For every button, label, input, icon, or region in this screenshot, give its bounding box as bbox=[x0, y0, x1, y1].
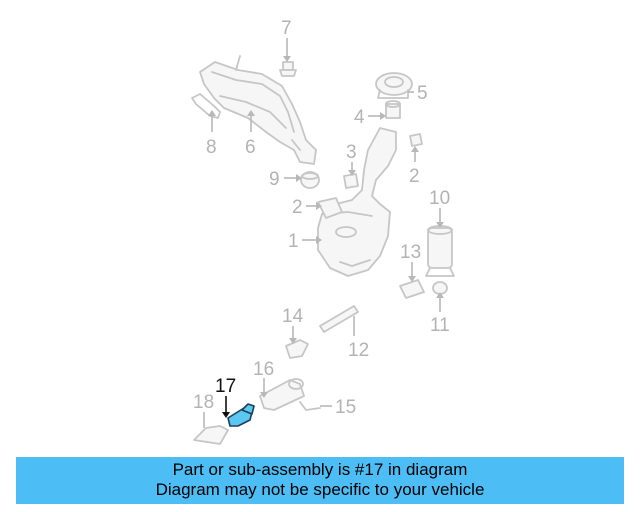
callout-13: 13 bbox=[400, 242, 421, 263]
callout-4: 4 bbox=[354, 107, 365, 128]
part-10-pump[interactable] bbox=[425, 225, 455, 277]
banner-line-1: Part or sub-assembly is #17 in diagram bbox=[172, 460, 468, 479]
part-7-bolt[interactable] bbox=[279, 61, 297, 77]
callout-labels: 7 5 4 6 8 3 2 9 2 10 1 13 11 14 12 16 17… bbox=[193, 18, 450, 418]
part-17-washer-nozzle[interactable] bbox=[227, 403, 255, 427]
part-4-filler-neck[interactable] bbox=[385, 100, 401, 119]
part-12-tube[interactable] bbox=[319, 305, 359, 333]
callout-15: 15 bbox=[335, 397, 356, 418]
part-2-clip-upper[interactable] bbox=[409, 133, 423, 147]
callout-16: 16 bbox=[253, 359, 274, 380]
callout-5: 5 bbox=[417, 83, 428, 104]
part-8-hose[interactable] bbox=[191, 93, 221, 119]
callout-11: 11 bbox=[430, 315, 450, 336]
part-14-connector[interactable] bbox=[285, 339, 309, 359]
callout-14: 14 bbox=[282, 306, 304, 327]
leader-lines bbox=[203, 38, 444, 428]
callout-17: 17 bbox=[215, 376, 236, 397]
callout-6: 6 bbox=[245, 137, 256, 158]
part-18-cover[interactable] bbox=[193, 425, 229, 445]
callout-18: 18 bbox=[193, 392, 214, 413]
part-5-cap[interactable] bbox=[375, 72, 413, 99]
part-6-bracket[interactable] bbox=[199, 55, 317, 165]
part-15-hose-clip[interactable] bbox=[299, 401, 321, 411]
part-3-clip[interactable] bbox=[343, 173, 359, 189]
callout-8: 8 bbox=[206, 137, 217, 158]
callout-2-upper: 2 bbox=[409, 166, 420, 187]
callout-9: 9 bbox=[269, 169, 280, 190]
callout-1: 1 bbox=[288, 231, 299, 252]
callout-7: 7 bbox=[281, 18, 292, 39]
callout-12: 12 bbox=[348, 340, 369, 361]
part-16-nozzle-body[interactable] bbox=[259, 378, 305, 411]
part-13-connector[interactable] bbox=[399, 279, 425, 299]
info-banner: Part or sub-assembly is #17 in diagram D… bbox=[16, 457, 624, 504]
callout-2-lower: 2 bbox=[292, 197, 303, 218]
callout-10: 10 bbox=[429, 188, 450, 209]
part-2-clip-lower[interactable] bbox=[317, 197, 343, 219]
banner-line-2: Diagram may not be specific to your vehi… bbox=[155, 480, 485, 499]
callout-3: 3 bbox=[346, 142, 357, 163]
part-9-grommet[interactable] bbox=[300, 171, 320, 189]
